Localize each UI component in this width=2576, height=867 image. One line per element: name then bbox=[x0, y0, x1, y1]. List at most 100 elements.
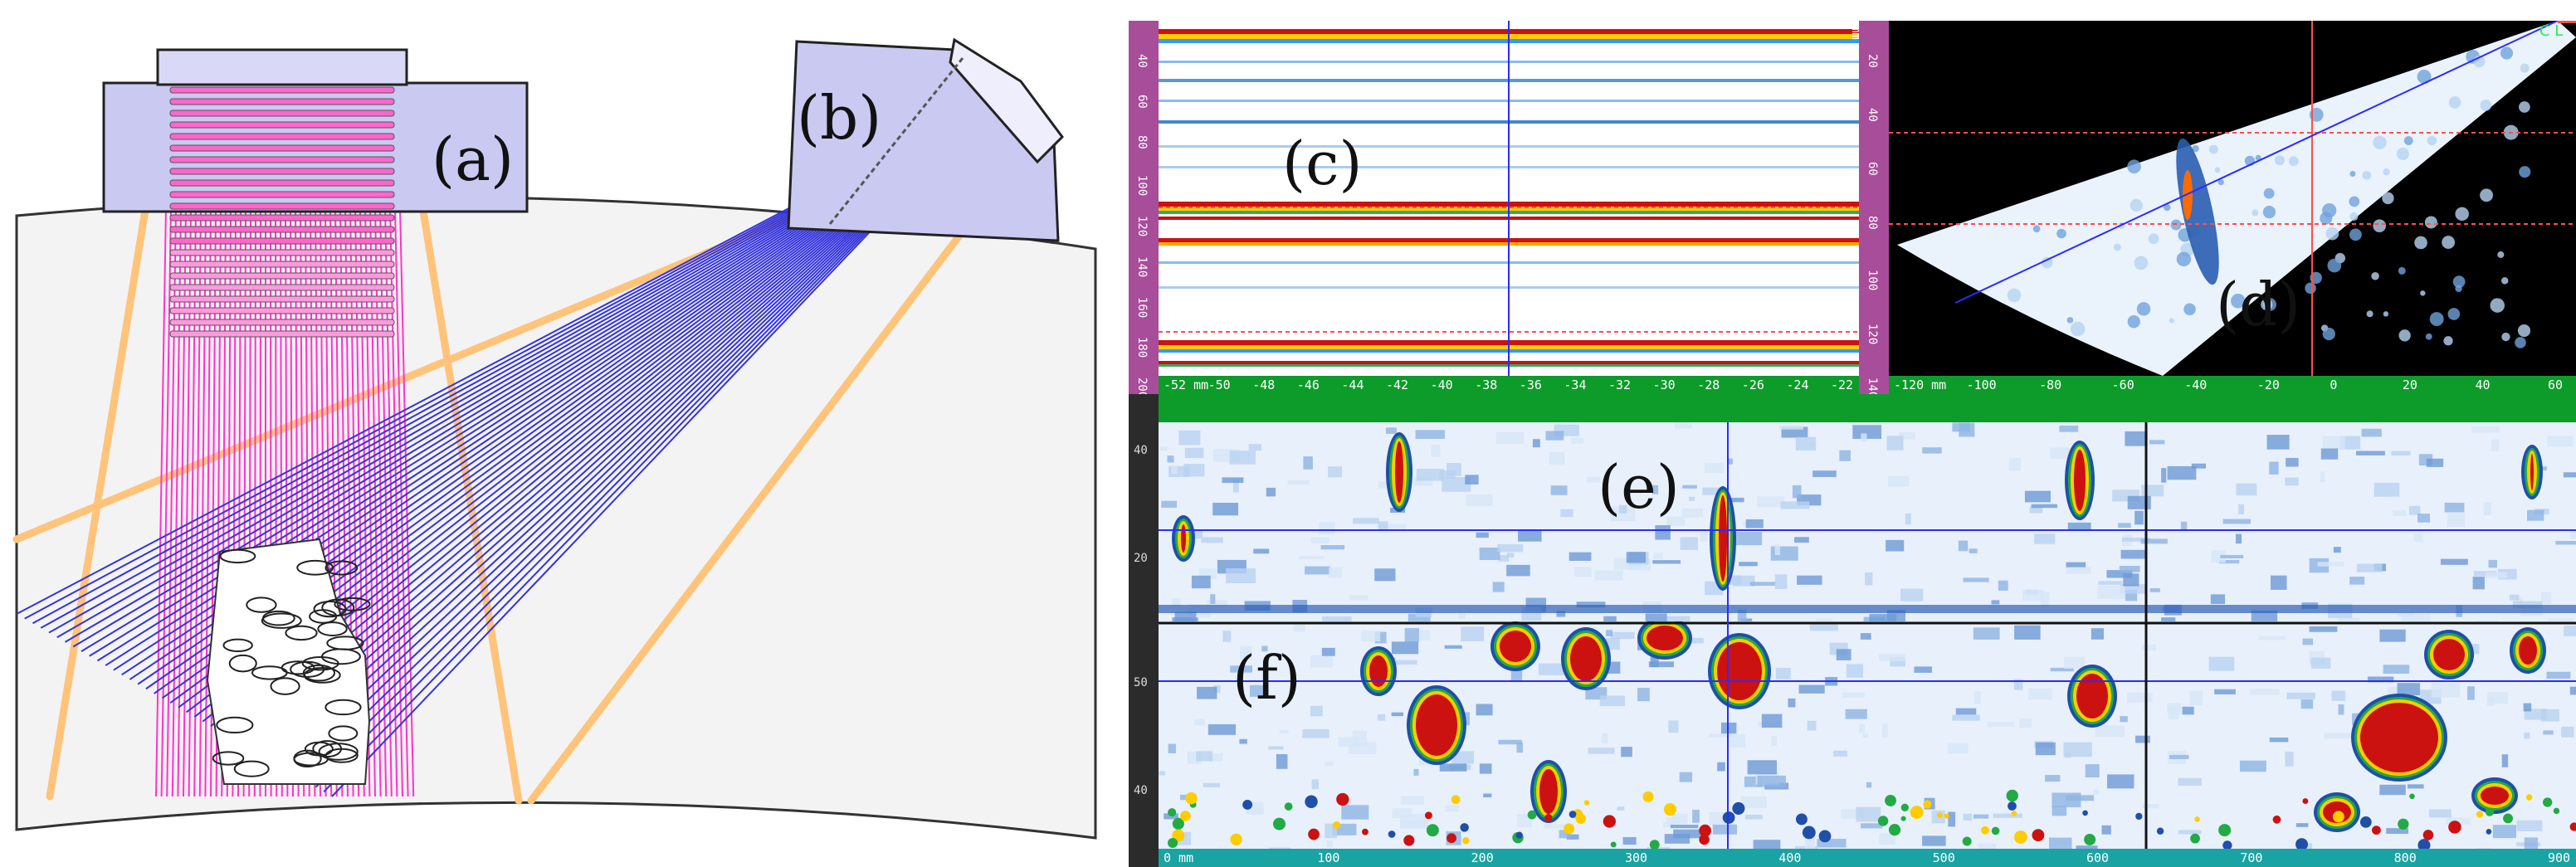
flaw-ellipse bbox=[296, 559, 334, 576]
cscan-f-indication[interactable] bbox=[1561, 627, 1611, 690]
ruler-tick-label: -36 bbox=[1519, 377, 1542, 392]
ruler-tick-label: -80 bbox=[2039, 377, 2062, 392]
cscan-e-texture bbox=[1266, 487, 1276, 497]
cscan-f-indication[interactable] bbox=[1360, 646, 1397, 696]
cscan-f-indication[interactable] bbox=[2424, 630, 2474, 679]
cscan-e-texture bbox=[2191, 463, 2207, 469]
cscan-e-texture bbox=[2357, 563, 2383, 572]
cscan-e-texture bbox=[2040, 592, 2050, 607]
cscan-f-texture bbox=[1588, 748, 1615, 754]
cscan-f-texture bbox=[1230, 665, 1253, 673]
cscan-e-texture bbox=[2067, 522, 2091, 530]
cscan-e-texture bbox=[2473, 571, 2497, 577]
cscan-f-texture bbox=[1391, 660, 1417, 665]
cscan-e-texture bbox=[1378, 521, 1388, 531]
cscan-f-indication[interactable] bbox=[1530, 760, 1567, 823]
cscan-f-grain bbox=[2302, 798, 2309, 805]
cscan-f-texture bbox=[1483, 793, 1492, 798]
cscan-e-indication[interactable] bbox=[1710, 486, 1736, 591]
cscan-f-indication[interactable] bbox=[2351, 694, 2447, 782]
cscan-f-texture bbox=[1413, 768, 1419, 776]
cscan-e-image[interactable] bbox=[1159, 422, 2576, 621]
cscan-f-texture bbox=[1461, 626, 1485, 641]
array-element bbox=[169, 272, 395, 280]
ruler-tick-label: 700 bbox=[2240, 850, 2263, 865]
cscan-e-indication[interactable] bbox=[1386, 432, 1412, 512]
cscan-e-texture bbox=[2059, 425, 2079, 432]
sscan-speckle bbox=[2325, 226, 2339, 241]
cscan-f-texture bbox=[2182, 706, 2194, 715]
cscan-f-grain bbox=[2486, 829, 2492, 835]
cscan-f-texture bbox=[1881, 723, 1888, 738]
sscan-beam-cursor[interactable] bbox=[1954, 21, 2559, 304]
sscan-sector bbox=[1897, 21, 2576, 376]
cscan-e-texture bbox=[1886, 436, 1904, 451]
sscan-hotspot bbox=[2183, 170, 2193, 220]
cscan-f-texture bbox=[1516, 743, 1524, 753]
cscan-f-indication[interactable] bbox=[1490, 621, 1540, 671]
cscan-f-texture bbox=[2208, 656, 2235, 671]
cscan-f-indication[interactable] bbox=[2471, 777, 2518, 814]
cscan-f-indication[interactable] bbox=[2510, 627, 2546, 674]
cscan-f-texture bbox=[1276, 753, 1288, 769]
cscan-e-texture bbox=[1780, 501, 1810, 509]
linear-beam bbox=[364, 207, 376, 797]
cscan-f-texture bbox=[2127, 692, 2153, 703]
cscan-e-indication[interactable] bbox=[2065, 441, 2095, 520]
cscan-e-indication[interactable] bbox=[1172, 515, 1195, 562]
cscan-f-indication[interactable] bbox=[1637, 621, 1692, 660]
cscan-f-texture bbox=[1251, 809, 1264, 816]
cscan-f-texture bbox=[1208, 753, 1223, 762]
cscan-e-texture bbox=[1727, 575, 1742, 585]
centerline-marker: C L bbox=[2539, 22, 2564, 40]
cscan-f-texture bbox=[1862, 733, 1869, 738]
cscan-e-texture bbox=[1349, 595, 1368, 601]
cscan-f-texture bbox=[1279, 729, 1289, 734]
cscan-f-grain bbox=[2332, 811, 2344, 823]
cscan-f-texture bbox=[1377, 714, 1386, 721]
cscan-f-texture bbox=[2338, 704, 2344, 715]
cscan-f-texture bbox=[1668, 720, 1679, 733]
sscan-speckle bbox=[2305, 282, 2316, 295]
ruler-tick-label: 40 bbox=[1135, 54, 1149, 68]
cscan-f-indication[interactable] bbox=[1708, 633, 1771, 709]
flaw-ellipse bbox=[261, 610, 295, 626]
cscan-f-texture bbox=[1987, 721, 2014, 727]
cscan-f-indication[interactable] bbox=[2067, 665, 2117, 728]
cscan-e-texture bbox=[2134, 510, 2144, 525]
sscan-speckle bbox=[2217, 179, 2224, 186]
sscan-speckle bbox=[2130, 198, 2143, 212]
cscan-e-texture bbox=[2180, 521, 2188, 531]
cscan-f-indication[interactable] bbox=[1407, 685, 1466, 765]
cscan-e-texture bbox=[2417, 514, 2431, 523]
cscan-f-texture bbox=[2379, 629, 2406, 642]
cscan-e-texture bbox=[1774, 544, 1781, 555]
cscan-e-texture bbox=[2127, 495, 2151, 509]
sscan-image[interactable] bbox=[1889, 21, 2576, 376]
cscan-f-texture bbox=[1197, 686, 1217, 699]
cscan-f-texture bbox=[2446, 817, 2471, 825]
cscan-e-texture bbox=[2361, 428, 2382, 437]
cscan-f-image[interactable] bbox=[1159, 621, 2576, 849]
bscan-image[interactable] bbox=[1159, 21, 1859, 376]
cscan-f-texture bbox=[2095, 725, 2125, 738]
ruler-tick-label: 40 bbox=[1866, 108, 1879, 122]
cscan-e-texture bbox=[1702, 487, 1729, 495]
cscan-e-texture bbox=[1861, 433, 1867, 442]
cscan-f-texture bbox=[2501, 754, 2509, 767]
cscan-e-indication[interactable] bbox=[2521, 445, 2543, 499]
cscan-f-texture bbox=[2258, 636, 2286, 641]
cscan-f-texture bbox=[1479, 763, 1492, 774]
cscan-f-texture bbox=[1833, 750, 1847, 757]
cscan-e-texture bbox=[2286, 457, 2299, 467]
sscan-speckle bbox=[2164, 203, 2171, 212]
cscan-e-texture bbox=[2022, 590, 2044, 602]
bscan-index-ruler[interactable]: -52 mm-50-48-46-44-42-40-38-36-34-32-30-… bbox=[1159, 376, 1859, 394]
cscan-e-texture bbox=[1183, 464, 1205, 477]
cscan-f-grain bbox=[1663, 803, 1677, 816]
